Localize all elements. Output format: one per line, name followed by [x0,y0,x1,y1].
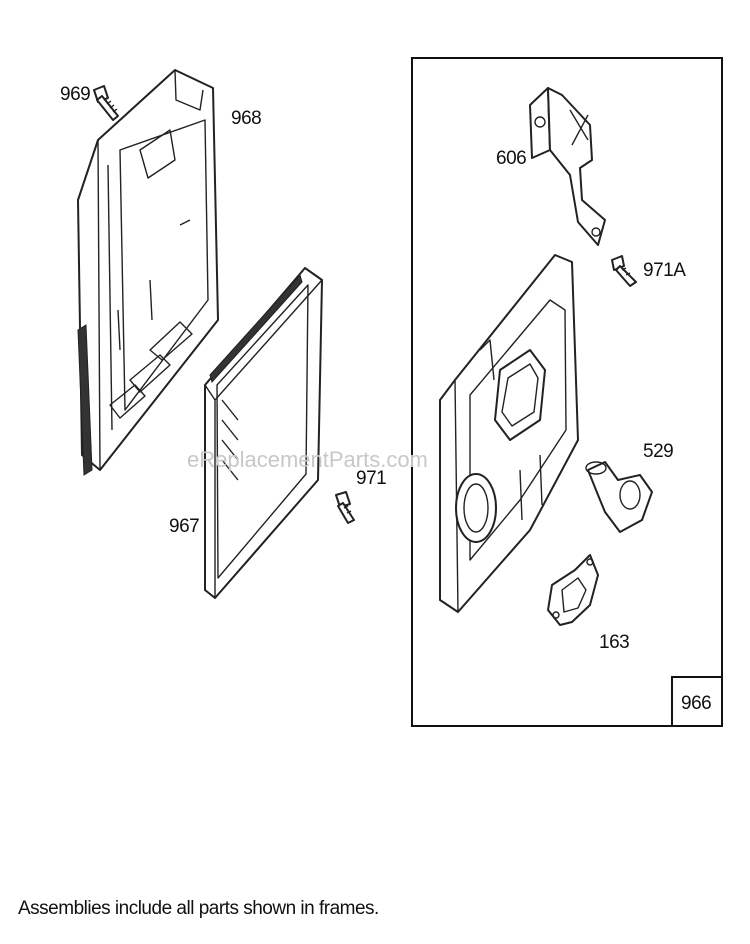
screw-969 [93,85,119,121]
screw-971a [611,255,637,287]
caption: Assemblies include all parts shown in fr… [18,898,379,919]
breather-tube-529 [585,461,653,533]
label-969: 969 [60,84,90,105]
watermark: eReplacementParts.com [187,447,428,472]
air-cleaner-base [439,254,579,613]
air-cleaner-cover-968 [77,69,219,476]
gasket-163 [547,554,599,626]
label-966: 966 [681,693,711,714]
bracket-606 [529,87,606,246]
assembly-frame-966 [411,57,723,727]
label-529: 529 [643,441,673,462]
screw-971 [335,491,355,524]
label-606: 606 [496,148,526,169]
label-968: 968 [231,108,261,129]
label-163: 163 [599,632,629,653]
label-967: 967 [169,516,199,537]
label-971a: 971A [643,260,686,281]
air-filter-967 [204,267,323,599]
label-971: 971 [356,468,386,489]
